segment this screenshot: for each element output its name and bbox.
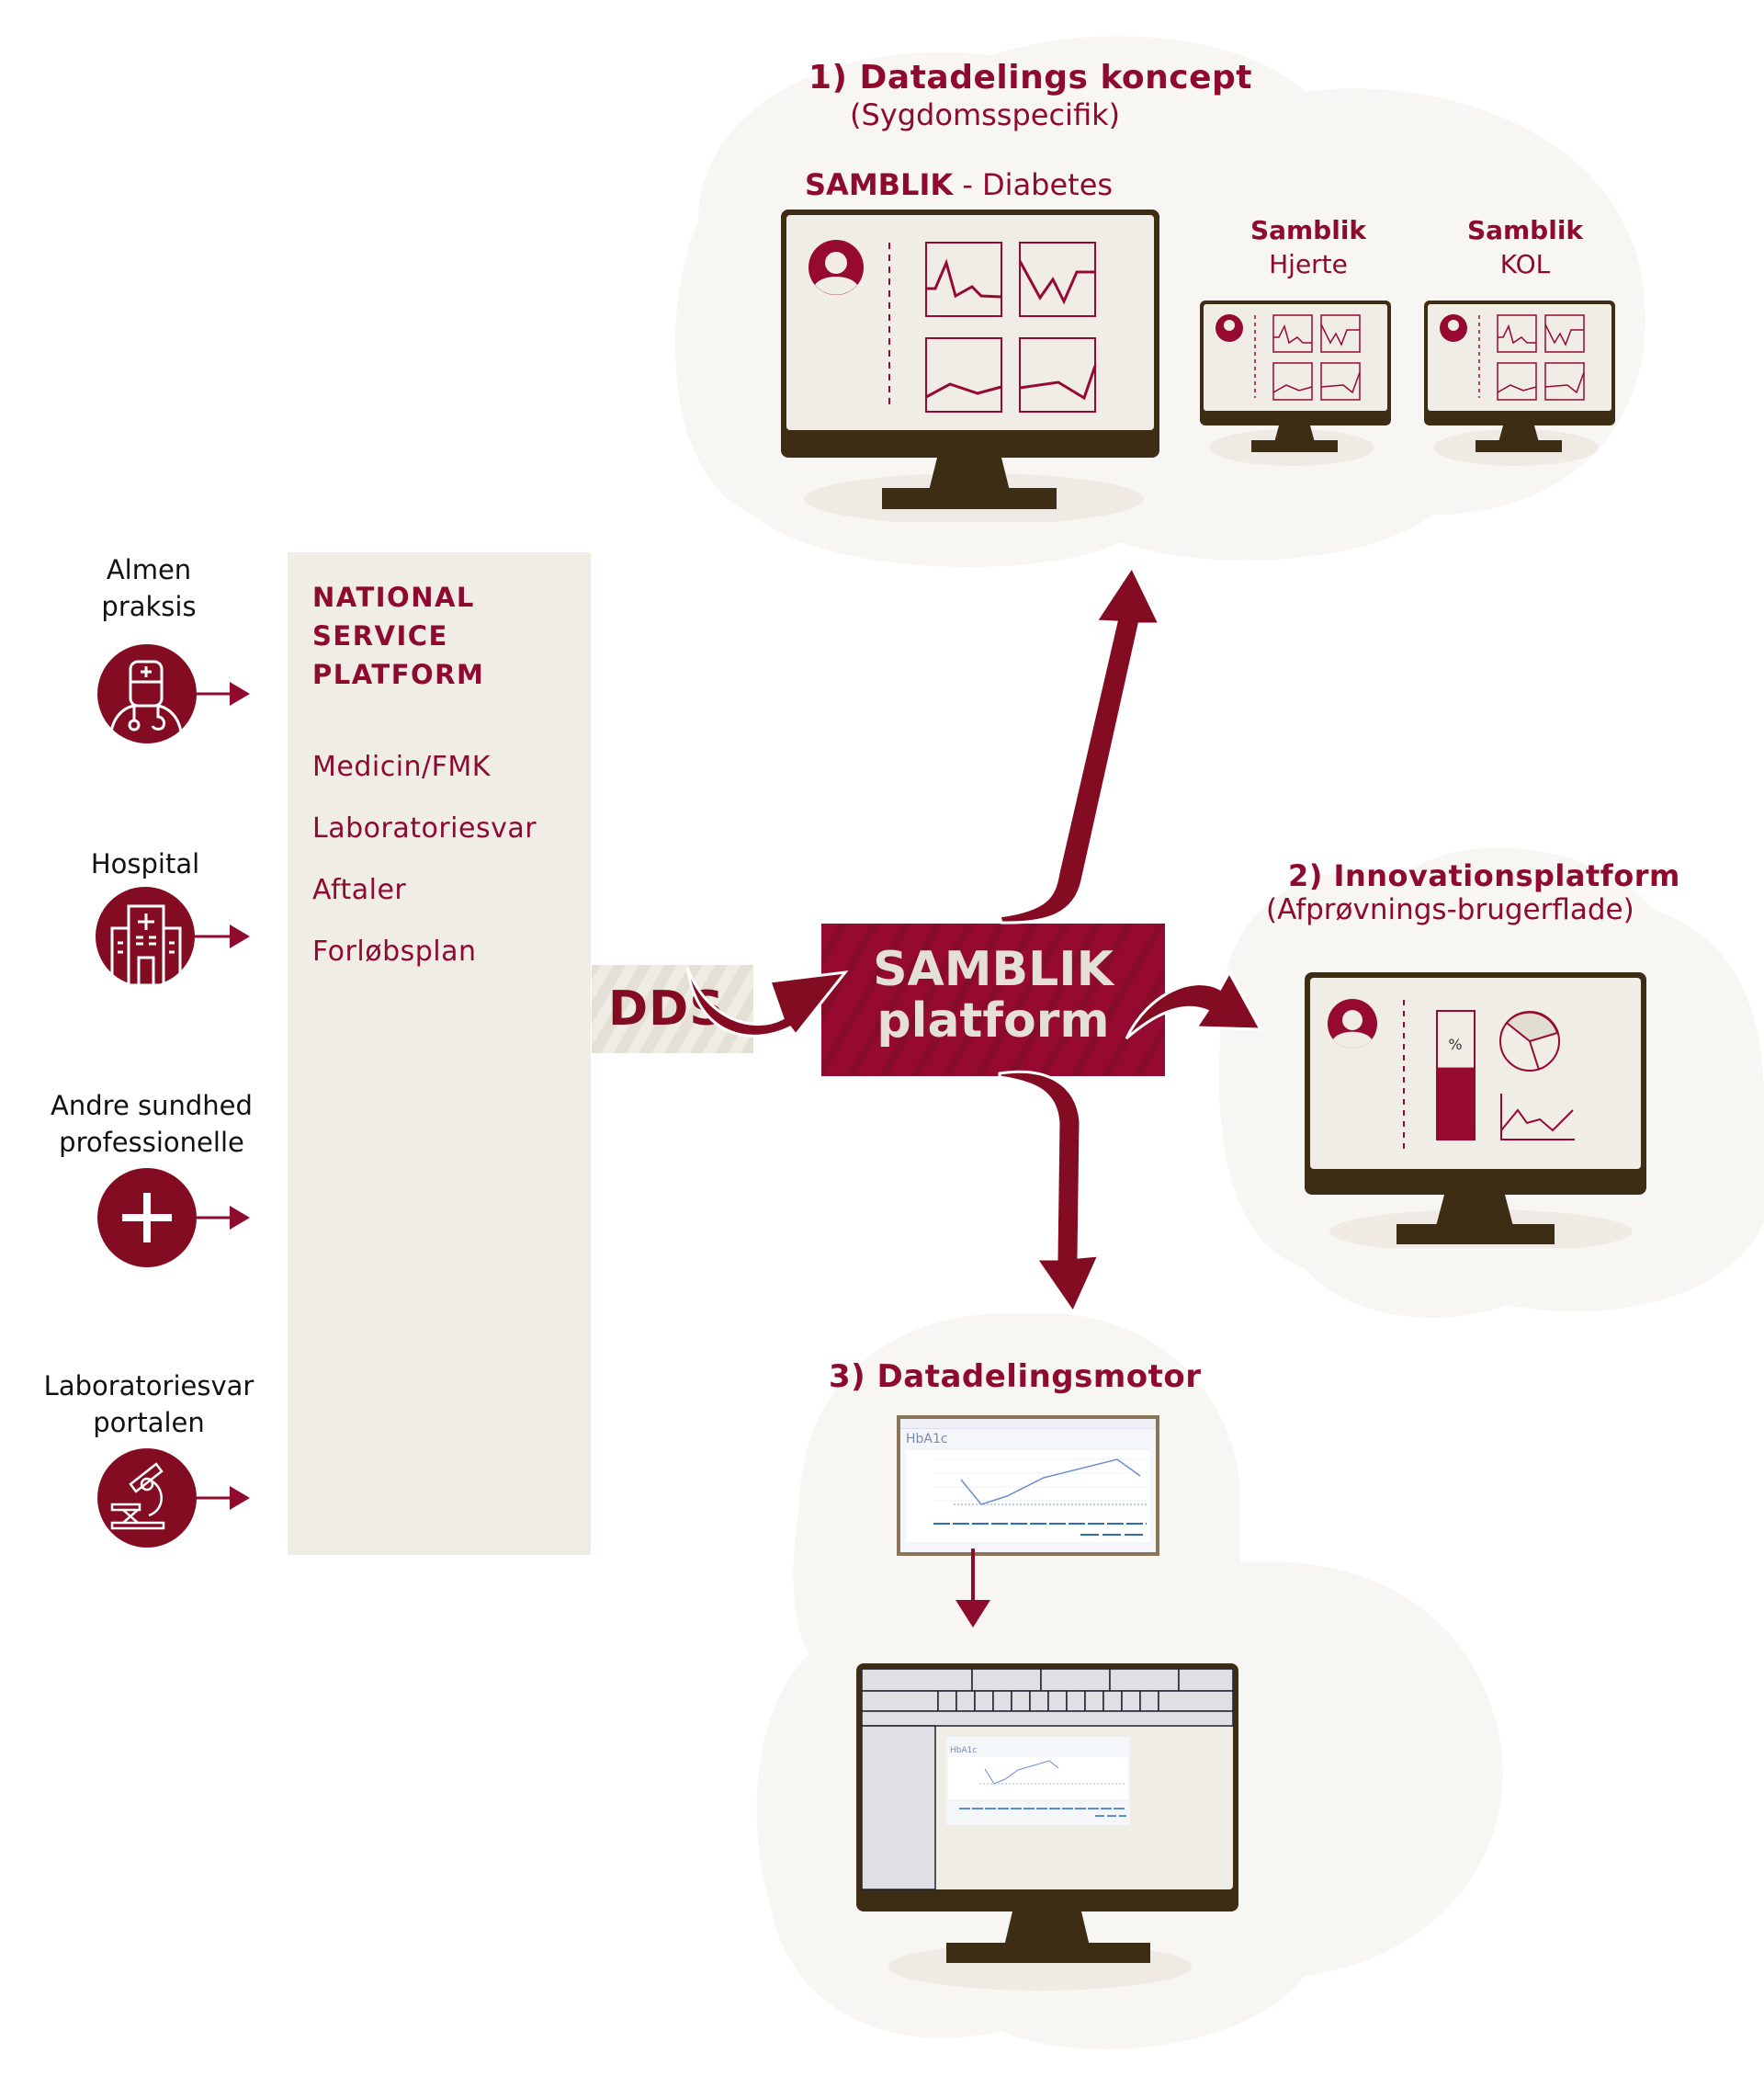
kol-brand: Samblik (1466, 215, 1584, 245)
source-andre (97, 1168, 250, 1267)
monitor-diabetes (781, 210, 1159, 522)
percent-bar (1436, 1010, 1476, 1140)
kol-label: Samblik KOL (1442, 215, 1608, 279)
arrow-right-icon (230, 682, 250, 706)
diabetes-label: SAMBLIK - Diabetes (805, 167, 1113, 202)
source-lab (97, 1448, 250, 1548)
embedded-screenshot-title: HbA1c (950, 1746, 977, 1755)
hjerte-brand: Samblik (1250, 215, 1367, 245)
nsp-item-medicin: Medicin/FMK (312, 751, 491, 783)
monitor-kol (1424, 301, 1615, 466)
platform-label: SAMBLIK platform (821, 944, 1165, 1047)
concept-title: 1) Datadelings koncept (808, 59, 1253, 96)
percent-bar-fill (1437, 1067, 1475, 1140)
dds-label: DDS (608, 981, 725, 1037)
line-chart-icon (1500, 1094, 1575, 1140)
innovation-title: 2) Innovationsplatform (1288, 858, 1680, 893)
doctor-icon (108, 660, 184, 743)
nsp-item-laboratoriesvar: Laboratoriesvar (312, 812, 537, 845)
diabetes-brand: SAMBLIK (805, 167, 954, 202)
nsp-title-line: SERVICE (312, 620, 448, 652)
monitor-innovation: % (1305, 972, 1646, 1248)
samblik-platform-box: SAMBLIK platform (821, 924, 1165, 1076)
hjerte-name: Hjerte (1269, 249, 1348, 279)
avatar-icon (808, 240, 864, 295)
arrow-right-icon (230, 925, 250, 948)
nsp-title: NATIONAL SERVICE PLATFORM (312, 578, 484, 694)
platform-label-line2: platform (876, 993, 1110, 1049)
source-label-line: portalen (93, 1407, 205, 1438)
arrow-down-icon (956, 1600, 990, 1628)
arrow-right-icon (230, 1206, 250, 1230)
source-label-line: professionelle (59, 1127, 244, 1158)
engine-screenshot: HbA1c (897, 1415, 1159, 1556)
microscope-icon (110, 1462, 165, 1530)
arrow-right-icon (230, 1486, 250, 1510)
nsp-title-line: PLATFORM (312, 659, 485, 690)
engine-title: 3) Datadelingsmotor (829, 1358, 1202, 1395)
source-label-almen-praksis: Almen praksis (57, 551, 241, 625)
kol-name: KOL (1499, 249, 1551, 279)
source-label-line: Hospital (90, 848, 200, 879)
concept-subtitle: (Sygdomsspecifik) (850, 97, 1121, 132)
screenshot-chart (906, 1450, 1150, 1542)
percent-label: % (1448, 1036, 1462, 1053)
hospital-icon (110, 904, 182, 987)
screenshot-tabs (900, 1419, 1156, 1429)
doctor-icon-circle (97, 644, 197, 743)
source-label-line: praksis (101, 591, 197, 622)
monitor-engine: HbA1c (856, 1663, 1238, 1991)
ehr-embedded-screenshot: HbA1c (946, 1737, 1130, 1825)
pie-chart-icon (1499, 1011, 1560, 1072)
platform-label-line1: SAMBLIK (873, 942, 1114, 997)
arrow-screenshot-to-monitor (956, 1548, 990, 1628)
source-label-andre: Andre sundhed professionelle (28, 1087, 276, 1161)
nsp-item-forloebsplan: Forløbsplan (312, 936, 477, 968)
monitor-hjerte (1200, 301, 1391, 466)
plus-icon (122, 1193, 172, 1242)
nsp-item-aftaler: Aftaler (312, 874, 407, 906)
source-hospital (96, 887, 250, 987)
nsp-title-line: NATIONAL (312, 582, 475, 613)
avatar-icon (1328, 999, 1377, 1049)
hjerte-label: Samblik Hjerte (1226, 215, 1391, 279)
source-label-line: Laboratoriesvar (43, 1370, 254, 1401)
source-label-lab: Laboratoriesvar portalen (20, 1367, 277, 1441)
nsp-panel: NATIONAL SERVICE PLATFORM Medicin/FMK La… (288, 552, 591, 1555)
source-label-line: Andre sundhed (51, 1090, 253, 1121)
source-label-hospital: Hospital (53, 845, 237, 882)
source-label-line: Almen (106, 554, 192, 585)
screenshot-title: HbA1c (906, 1432, 948, 1446)
ehr-toolbar (861, 1668, 1234, 1890)
diabetes-name: - Diabetes (953, 167, 1114, 202)
dds-box: DDS (592, 965, 753, 1053)
innovation-subtitle: (Afprøvnings-brugerflade) (1266, 893, 1634, 926)
source-almen-praksis (97, 644, 250, 743)
